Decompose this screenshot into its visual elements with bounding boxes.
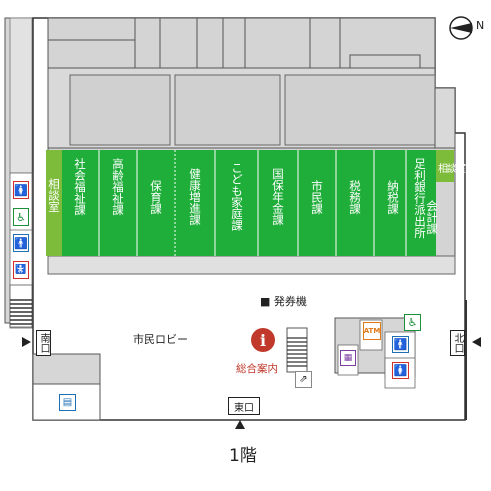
- counter-soudanshitsu-right-bg: [436, 150, 454, 182]
- counter-kaikei[interactable]: 会計課: [425, 200, 439, 235]
- womens-restroom-icon: 🚺: [13, 181, 29, 199]
- counter-hoiku[interactable]: 保育課: [149, 180, 163, 215]
- stairs-left: [9, 284, 33, 328]
- ticket-machine-marker-icon: ■: [260, 295, 271, 308]
- counter-shakai-fukushi[interactable]: 社会福祉課: [73, 158, 87, 216]
- counter-koureisha-fukushi[interactable]: 高齢福祉課: [111, 158, 125, 216]
- north-entrance-arrow-icon: [472, 337, 481, 347]
- east-entrance[interactable]: 東口: [228, 397, 260, 415]
- counter-kodomo-katei[interactable]: こども家庭課: [230, 162, 244, 231]
- counter-soudanshitsu-right[interactable]: 相談室: [438, 164, 466, 175]
- citizen-lobby-label: 市民ロビー: [133, 333, 188, 346]
- east-entrance-arrow-icon: [235, 420, 245, 429]
- mens-restroom-icon: 🚹: [13, 234, 29, 252]
- south-entrance[interactable]: 南口: [36, 330, 51, 356]
- compass-icon: [449, 16, 473, 40]
- baby-room-icon: 🚼: [13, 261, 29, 279]
- counter-kokuho-nenkin[interactable]: 国保年金課: [271, 168, 285, 226]
- elevator-left-icon: ▤: [59, 394, 76, 411]
- ticket-machine-label: ■ 発券機: [260, 295, 307, 308]
- south-entrance-arrow-icon: [22, 337, 31, 347]
- womens-restroom-right-icon: 🚺: [392, 362, 409, 379]
- counter-zeimu[interactable]: 税務課: [348, 180, 362, 215]
- escalator-icon: ⇗: [295, 371, 312, 388]
- atm-icon[interactable]: ATM: [363, 322, 381, 340]
- counter-kenkou-zoushin[interactable]: 健康増進課: [188, 168, 202, 226]
- counter-shimin[interactable]: 市民課: [310, 180, 324, 215]
- counter-soudanshitsu-left-bg: [46, 150, 62, 256]
- elevator-icon: ▦: [340, 350, 356, 366]
- info-icon[interactable]: i: [251, 328, 275, 352]
- stairs-center: [286, 327, 308, 373]
- mens-restroom-right-icon: 🚹: [392, 336, 409, 353]
- accessible-restroom-icon: ♿: [13, 208, 29, 226]
- floor-label: 1階: [229, 446, 257, 466]
- counter-ashikaga-ginkou[interactable]: 足利銀行派出所: [413, 158, 427, 239]
- info-desk-label[interactable]: 総合案内: [236, 363, 278, 375]
- counter-area: [46, 150, 454, 256]
- north-entrance[interactable]: 北口: [450, 330, 465, 356]
- compass-label: N: [476, 19, 485, 32]
- counter-nouzei[interactable]: 納税課: [386, 180, 400, 215]
- accessible-restroom-right-icon: ♿: [404, 314, 421, 331]
- counter-soudanshitsu-left[interactable]: 相談室: [47, 178, 61, 213]
